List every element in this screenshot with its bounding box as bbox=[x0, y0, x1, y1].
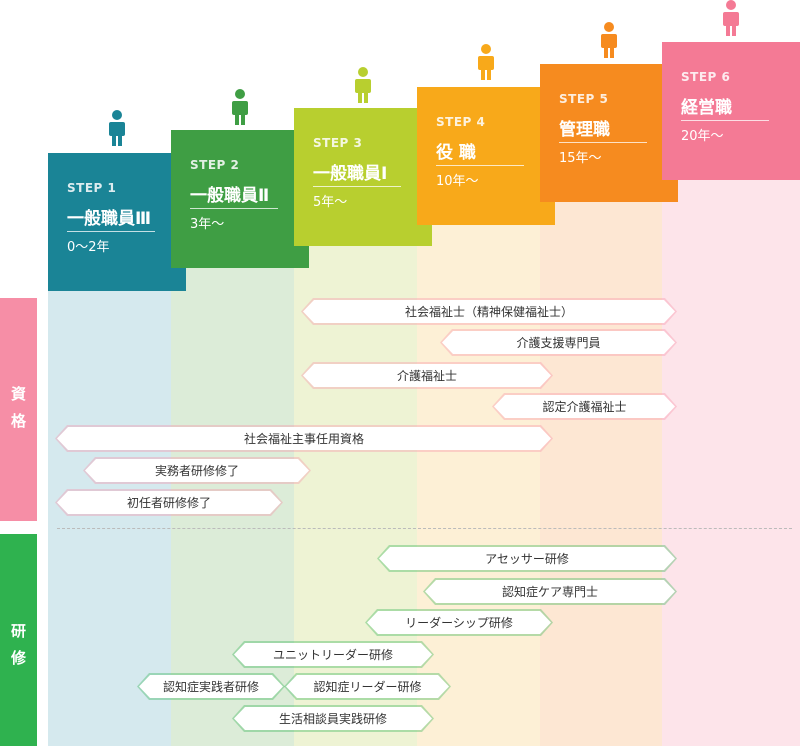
training-bar: 認知症ケア専門士 bbox=[425, 580, 675, 603]
training-bar: 生活相談員実践研修 bbox=[234, 707, 432, 730]
step-title: 一般職員Ⅱ bbox=[190, 186, 270, 206]
section-tab-training: 研 修 bbox=[0, 534, 37, 746]
training-bar: 認知症リーダー研修 bbox=[286, 675, 449, 698]
person-icon bbox=[477, 44, 495, 80]
training-bar: アセッサー研修 bbox=[379, 547, 675, 570]
step-title: 役 職 bbox=[436, 143, 476, 163]
training-bar: ユニットリーダー研修 bbox=[234, 643, 432, 666]
step-label: STEP 6 bbox=[681, 70, 731, 84]
step-header-box: STEP 1 一般職員Ⅲ 0〜2年 bbox=[48, 153, 186, 291]
qualification-bar: 実務者研修修了 bbox=[85, 459, 309, 482]
person-icon bbox=[231, 89, 249, 125]
step-years: 5年〜 bbox=[313, 195, 348, 210]
step-title-rule bbox=[67, 231, 155, 232]
step-header-box: STEP 3 一般職員Ⅰ 5年〜 bbox=[294, 108, 432, 246]
step-column-bg bbox=[540, 202, 662, 746]
qualification-bar: 社会福祉主事任用資格 bbox=[57, 427, 551, 450]
step-header-box: STEP 2 一般職員Ⅱ 3年〜 bbox=[171, 130, 309, 268]
step-label: STEP 2 bbox=[190, 158, 240, 172]
qualification-bar: 初任者研修修了 bbox=[57, 491, 281, 514]
qualification-bar: 社会福祉士（精神保健福祉士） bbox=[303, 300, 675, 323]
step-header-box: STEP 6 経営職 20年〜 bbox=[662, 42, 800, 180]
training-bar: 認知症実践者研修 bbox=[139, 675, 283, 698]
step-title-rule bbox=[436, 165, 524, 166]
person-icon bbox=[354, 67, 372, 103]
section-tab-char: 資 bbox=[10, 385, 26, 403]
step-title-rule bbox=[190, 208, 278, 209]
step-title: 経営職 bbox=[681, 98, 732, 118]
step-label: STEP 1 bbox=[67, 181, 117, 195]
qualification-bar: 介護福祉士 bbox=[303, 364, 551, 387]
step-column-bg bbox=[48, 291, 171, 746]
step-years: 0〜2年 bbox=[67, 240, 110, 255]
section-tab-qualifications: 資 格 bbox=[0, 298, 37, 521]
qualification-bar: 介護支援専門員 bbox=[442, 331, 675, 354]
section-tab-char: 修 bbox=[10, 649, 26, 667]
step-title-rule bbox=[559, 142, 647, 143]
section-divider bbox=[57, 528, 792, 529]
person-icon bbox=[108, 110, 126, 146]
step-years: 3年〜 bbox=[190, 217, 225, 232]
step-title-rule bbox=[313, 186, 401, 187]
section-tab-char: 研 bbox=[10, 622, 26, 640]
qualification-bar: 認定介護福祉士 bbox=[494, 395, 675, 418]
section-tab-char: 格 bbox=[10, 412, 26, 430]
step-years: 20年〜 bbox=[681, 129, 724, 144]
step-title: 管理職 bbox=[559, 120, 610, 140]
step-title-rule bbox=[681, 120, 769, 121]
step-label: STEP 4 bbox=[436, 115, 486, 129]
person-icon bbox=[600, 22, 618, 58]
person-icon bbox=[722, 0, 740, 36]
step-header-box: STEP 5 管理職 15年〜 bbox=[540, 64, 678, 202]
step-title: 一般職員Ⅰ bbox=[313, 164, 388, 184]
step-title: 一般職員Ⅲ bbox=[67, 209, 152, 229]
step-label: STEP 5 bbox=[559, 92, 609, 106]
step-header-box: STEP 4 役 職 10年〜 bbox=[417, 87, 555, 225]
training-bar: リーダーシップ研修 bbox=[367, 611, 551, 634]
step-label: STEP 3 bbox=[313, 136, 363, 150]
step-years: 15年〜 bbox=[559, 151, 602, 166]
step-years: 10年〜 bbox=[436, 174, 479, 189]
step-column-bg bbox=[662, 180, 800, 746]
